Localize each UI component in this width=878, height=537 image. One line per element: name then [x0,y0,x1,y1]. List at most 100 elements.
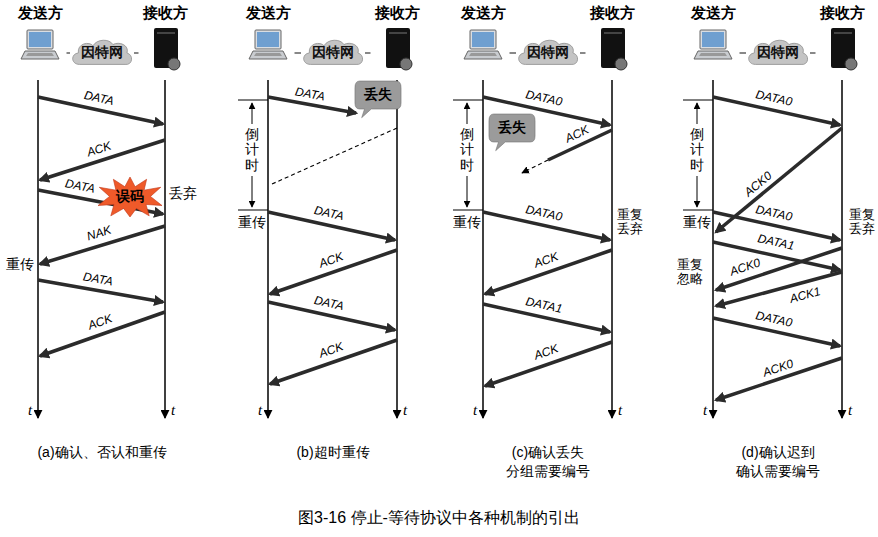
sender-host: 发送方 [687,3,740,77]
sender-host: 发送方 [14,3,67,77]
frame-label: DATA0 [523,202,564,224]
frame-label: DATA [293,84,327,104]
panel-caption: (b)超时重传 [261,443,406,462]
event-note: 重复丢弃 [849,208,875,237]
network-link [134,52,139,54]
internet-cloud: 因特网 [70,38,134,68]
node-text: 因特网 [757,44,799,62]
node-text: 接收方 [371,3,424,23]
event-note: 丢弃 [169,185,197,201]
time-axis-label: t [473,402,477,419]
label-holder: DATA [81,269,115,288]
label-holder: DATA1 [523,294,564,316]
sender-host: 发送方 [242,3,295,77]
label-holder: 重传 [6,256,34,272]
frame-label: ACK0 [760,356,796,380]
node-text: 接收方 [816,3,869,23]
network-link [67,52,71,54]
frame-label: DATA [82,88,116,108]
frame-label: DATA0 [523,87,564,109]
label-holder: 倒计时 [690,127,704,173]
figure-caption: 图3-16 停止-等待协议中各种机制的引出 [298,508,580,529]
label-holder: DATA0 [753,87,794,109]
label-holder: (b)超时重传 [261,443,406,462]
frame-label: ACK [531,341,561,363]
timer-brackets [238,100,713,210]
node-text: 因特网 [81,44,123,62]
node-text: 发送方 [242,3,295,23]
frame-label: ACK [531,249,561,271]
frame-arrows [38,97,842,400]
internet-cloud: 因特网 [746,38,810,68]
event-note: 重传 [238,214,266,230]
network-link [580,52,586,54]
time-axis-label: t [28,402,32,419]
server-icon [822,27,862,71]
frame-label: NAK [84,222,114,243]
node-text: 发送方 [687,3,740,23]
laptop-icon [463,27,503,67]
frame-label: ACK [85,311,115,333]
label-holder: t [28,402,32,419]
label-holder: DATA [312,293,346,314]
label-holder: 重传 [683,214,711,230]
frame-label: DATA [312,203,346,224]
receiver-host: 接收方 [816,3,869,77]
frame-label: DATA [81,269,115,288]
timer-label: 倒计时 [245,127,259,173]
label-holder: ACK [531,341,561,363]
event-note: 重传 [453,214,481,230]
label-holder: 丢弃 [169,185,197,201]
time-axis-label: t [848,402,852,419]
network-link [510,52,517,54]
sender-host: 发送方 [457,3,510,77]
label-holder: (c)确认丢失 分组需要编号 [476,443,621,481]
frame-label: ACK [84,138,114,159]
internet-cloud: 因特网 [516,38,580,68]
time-axes [38,80,842,418]
label-holder: t [473,402,477,419]
laptop-icon [693,27,733,67]
label-holder: DATA0 [523,202,564,224]
frame-label: DATA [312,293,346,314]
label-holder: ACK [531,249,561,271]
label-holder: ACK1 [787,284,823,306]
frame-label: ACK0 [727,255,763,279]
node-text: 发送方 [14,3,67,23]
timer-label: 倒计时 [460,127,474,173]
panel-caption: (c)确认丢失 分组需要编号 [476,443,621,481]
frame-label: DATA1 [523,294,564,316]
frame-label: DATA0 [753,87,794,109]
label-holder: t [703,402,707,419]
frame-label: DATA0 [753,202,794,224]
label-holder: ACK0 [741,168,776,200]
server-icon [377,27,417,71]
frame-label: DATA1 [755,231,796,253]
label-holder: ACK [316,339,346,361]
frame-label: ACK [316,339,346,361]
label-holder: 重复丢弃 [849,208,875,237]
receiver-host: 接收方 [586,3,639,77]
node-text: 因特网 [312,44,354,62]
time-axis-label: t [403,402,407,419]
receiver-host: 接收方 [139,3,192,77]
frame-label: ACK [562,122,592,146]
node-text: 接收方 [139,3,192,23]
frame-label: ACK1 [787,284,823,306]
frame-label: ACK0 [741,168,776,200]
node-text: 发送方 [457,3,510,23]
node-text: 丢失 [364,86,392,104]
label-holder: (d)确认迟到 确认需要编号 [706,443,851,481]
label-holder: t [848,402,852,419]
frame-label: ACK [316,249,346,271]
time-axis-label: t [258,402,262,419]
label-holder: ACK [316,249,346,271]
label-holder: NAK [84,222,114,243]
label-holder: ACK0 [727,255,763,279]
caption-holder: 图3-16 停止-等待协议中各种机制的引出 [0,508,878,529]
frame-label: DATA [63,176,97,196]
event-note: 重传 [683,214,711,230]
label-holder: 重复忽略 [677,258,703,287]
receiver-host: 接收方 [371,3,424,77]
